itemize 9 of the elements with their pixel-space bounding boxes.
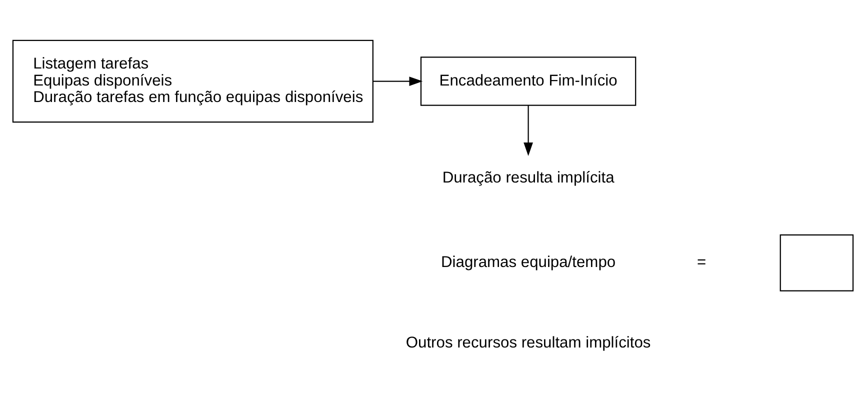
arrow	[373, 76, 423, 86]
label: Outros recursos resultam implícitos	[406, 334, 651, 352]
label: =	[697, 254, 706, 271]
node-box: Listagem tarefas Equipas disponíveis Duração tarefas em função equipas disponíveis	[12, 39, 374, 122]
arrow	[524, 104, 533, 156]
node-box	[780, 234, 854, 291]
label: Diagramas equipa/tempo	[441, 254, 616, 271]
node-text: Duração resulta implícita	[442, 169, 614, 186]
node-box: Encadeamento Fim-Início	[420, 56, 636, 106]
